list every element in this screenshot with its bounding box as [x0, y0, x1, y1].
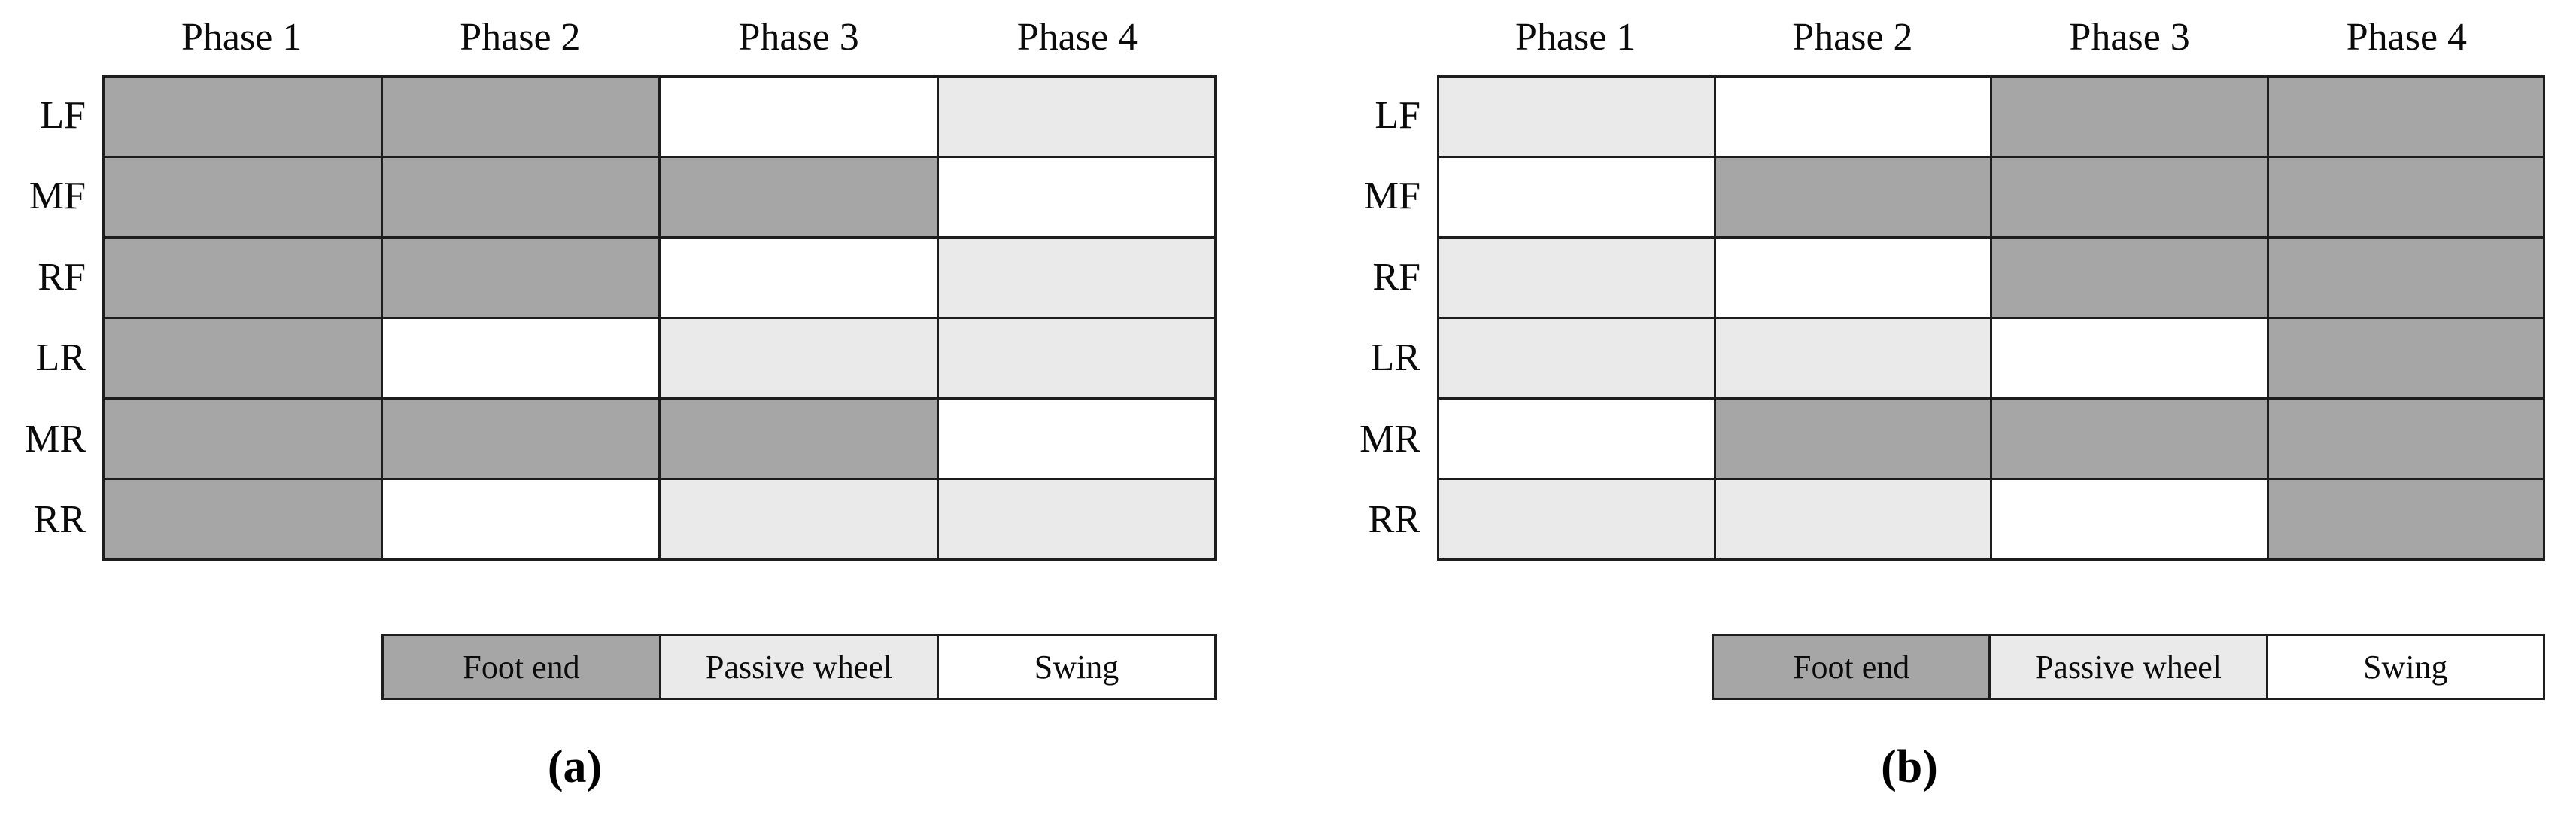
matrix-cell-rr-phase2	[382, 480, 658, 558]
matrix-cell-lf-phase4	[2268, 78, 2543, 156]
matrix-cell-mf-phase4	[938, 158, 1214, 236]
matrix-cell-lf-phase1	[105, 78, 381, 156]
column-header-row-a: Phase 1 Phase 2 Phase 3 Phase 4	[102, 18, 1217, 57]
matrix-cell-mr-phase3	[661, 400, 937, 478]
row-label-rf: RF	[38, 255, 86, 299]
column-header-row-b: Phase 1 Phase 2 Phase 3 Phase 4	[1437, 18, 2545, 57]
matrix-cell-lf-phase2	[1715, 78, 1990, 156]
subfigure-caption-a: (a)	[547, 741, 603, 792]
matrix-cell-mf-phase2	[1715, 158, 1990, 236]
gait-phase-matrix-b	[1437, 75, 2545, 561]
column-header-phase-1: Phase 1	[1514, 16, 1636, 59]
matrix-cell-rf-phase4	[938, 239, 1214, 317]
row-label-column-a: LF MF RF LR MR RR	[0, 0, 102, 561]
matrix-cell-mr-phase2	[382, 400, 658, 478]
matrix-cell-lf-phase2	[382, 78, 658, 156]
column-header-phase-3: Phase 3	[2069, 16, 2190, 59]
legend-item-foot-end: Foot end	[384, 636, 659, 698]
matrix-cell-rr-phase1	[1439, 480, 1714, 558]
matrix-cell-lf-phase3	[661, 78, 937, 156]
matrix-cell-rr-phase3	[1992, 480, 2267, 558]
matrix-cell-lf-phase4	[938, 78, 1214, 156]
column-header-phase-2: Phase 2	[1792, 16, 1913, 59]
column-header-phase-2: Phase 2	[460, 16, 581, 59]
matrix-cell-lr-phase3	[661, 319, 937, 397]
row-label-lf: LF	[40, 93, 86, 137]
matrix-cell-mf-phase1	[105, 158, 381, 236]
legend-item-passive-wheel: Passive wheel	[1991, 636, 2266, 698]
legend-item-foot-end: Foot end	[1714, 636, 1989, 698]
matrix-cell-lr-phase2	[1715, 319, 1990, 397]
matrix-cell-rr-phase2	[1715, 480, 1990, 558]
row-label-lr: LR	[35, 336, 86, 380]
matrix-cell-lr-phase3	[1992, 319, 2267, 397]
matrix-cell-rr-phase3	[661, 480, 937, 558]
legend-item-swing: Swing	[2268, 636, 2543, 698]
row-label-lf: LF	[1375, 93, 1420, 137]
matrix-cell-mr-phase1	[105, 400, 381, 478]
row-label-mr: MR	[1359, 417, 1420, 461]
row-label-mr: MR	[25, 417, 86, 461]
row-label-rr: RR	[33, 498, 86, 542]
column-header-phase-4: Phase 4	[2346, 16, 2468, 59]
matrix-cell-mf-phase3	[661, 158, 937, 236]
row-label-rr: RR	[1368, 498, 1420, 542]
legend-item-swing: Swing	[939, 636, 1214, 698]
matrix-cell-rr-phase4	[2268, 480, 2543, 558]
matrix-cell-lr-phase1	[1439, 319, 1714, 397]
matrix-cell-mf-phase3	[1992, 158, 2267, 236]
row-label-rf: RF	[1372, 255, 1420, 299]
column-header-phase-3: Phase 3	[738, 16, 859, 59]
legend-item-passive-wheel: Passive wheel	[661, 636, 937, 698]
matrix-cell-lr-phase4	[2268, 319, 2543, 397]
matrix-cell-lr-phase4	[938, 319, 1214, 397]
matrix-cell-mr-phase1	[1439, 400, 1714, 478]
matrix-cell-lr-phase2	[382, 319, 658, 397]
matrix-cell-mr-phase3	[1992, 400, 2267, 478]
row-label-column-b: LF MF RF LR MR RR	[1288, 0, 1437, 561]
matrix-cell-lf-phase1	[1439, 78, 1714, 156]
matrix-cell-rr-phase4	[938, 480, 1214, 558]
matrix-cell-rr-phase1	[105, 480, 381, 558]
matrix-cell-mf-phase4	[2268, 158, 2543, 236]
column-header-phase-4: Phase 4	[1016, 16, 1138, 59]
row-label-mf: MF	[29, 175, 86, 218]
matrix-cell-rf-phase4	[2268, 239, 2543, 317]
matrix-cell-rf-phase1	[1439, 239, 1714, 317]
matrix-cell-rf-phase2	[382, 239, 658, 317]
matrix-cell-lf-phase3	[1992, 78, 2267, 156]
matrix-cell-rf-phase3	[1992, 239, 2267, 317]
matrix-cell-rf-phase3	[661, 239, 937, 317]
matrix-cell-mr-phase2	[1715, 400, 1990, 478]
matrix-cell-mf-phase2	[382, 158, 658, 236]
matrix-cell-lr-phase1	[105, 319, 381, 397]
row-label-lr: LR	[1370, 336, 1420, 380]
matrix-cell-mr-phase4	[938, 400, 1214, 478]
gait-phase-matrix-a	[102, 75, 1217, 561]
subfigure-caption-b: (b)	[1881, 741, 1938, 792]
row-label-mf: MF	[1363, 175, 1420, 218]
subfigure-a: Phase 1 Phase 2 Phase 3 Phase 4 LF MF RF LR MR R…	[0, 0, 1217, 792]
matrix-cell-mr-phase4	[2268, 400, 2543, 478]
column-header-phase-1: Phase 1	[181, 16, 302, 59]
matrix-cell-mf-phase1	[1439, 158, 1714, 236]
subfigure-b: Phase 1 Phase 2 Phase 3 Phase 4 LF MF RF LR MR R…	[1288, 0, 2576, 815]
matrix-cell-rf-phase2	[1715, 239, 1990, 317]
matrix-cell-rf-phase1	[105, 239, 381, 317]
